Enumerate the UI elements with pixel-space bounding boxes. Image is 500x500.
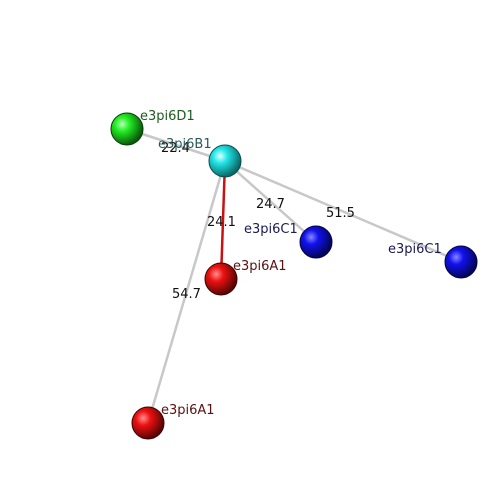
distance-labels: 22.4 24.7 51.5 24.1 54.7 bbox=[161, 141, 355, 302]
atom-sphere-a1a[interactable] bbox=[204, 262, 238, 296]
atom-label-b1: e3pi6B1 bbox=[158, 137, 212, 152]
bond-b1-c1a bbox=[223, 159, 318, 244]
distance-label-b1-a1b: 54.7 bbox=[172, 287, 201, 302]
bond-b1-a1b bbox=[146, 159, 227, 425]
distance-label-b1-c1a: 24.7 bbox=[256, 197, 285, 212]
atom-sphere-b1[interactable] bbox=[208, 144, 242, 178]
atom-label-c1b: e3pi6C1 bbox=[388, 242, 442, 257]
atom-label-a1b: e3pi6A1 bbox=[161, 403, 215, 418]
bond-b1-d1 bbox=[125, 127, 227, 163]
atom-sphere-d1[interactable] bbox=[110, 112, 144, 146]
atom-sphere-c1a[interactable] bbox=[299, 225, 333, 259]
distance-label-b1-d1: 22.4 bbox=[161, 141, 190, 156]
atom-sphere-c1b[interactable] bbox=[444, 245, 478, 279]
distance-label-b1-c1b: 51.5 bbox=[326, 206, 355, 221]
atom-label-a1a: e3pi6A1 bbox=[233, 259, 287, 274]
atom-label-c1a: e3pi6C1 bbox=[244, 222, 298, 237]
atom-sphere-a1b[interactable] bbox=[131, 406, 165, 440]
bond-b1-c1b bbox=[223, 159, 463, 264]
distance-label-b1-a1a: 24.1 bbox=[207, 215, 236, 230]
bond-b1-a1a bbox=[219, 159, 227, 281]
atoms bbox=[110, 112, 478, 440]
atom-label-d1: e3pi6D1 bbox=[140, 109, 195, 124]
atom-labels: e3pi6D1 e3pi6B1 e3pi6C1 e3pi6C1 e3pi6A1 … bbox=[140, 109, 442, 418]
bond-lines bbox=[125, 127, 463, 425]
